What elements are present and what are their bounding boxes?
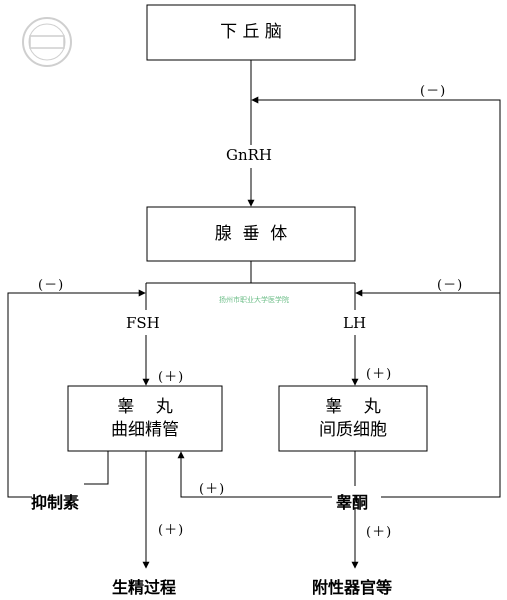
pos-testo-label: (＋) xyxy=(199,482,226,497)
seminiferous-label-2: 曲细精管 xyxy=(111,420,179,440)
neg-right-label: (－) xyxy=(437,278,464,293)
pos-sperm-label: (＋) xyxy=(158,523,185,538)
gnrh-label: GnRH xyxy=(226,146,273,164)
accessory-label: 附性器官等 xyxy=(312,578,393,597)
neg-top-label: (－) xyxy=(420,84,447,99)
testo-to-tubule-line xyxy=(177,451,332,498)
seminiferous-box xyxy=(67,385,223,452)
lh-label: LH xyxy=(343,314,367,332)
pos-fsh-label: (＋) xyxy=(158,370,185,385)
hypothalamus-label: 下 丘 脑 xyxy=(220,22,282,42)
seminiferous-label-1: 睾 丸 xyxy=(117,397,173,417)
top-feedback-line xyxy=(251,96,501,498)
inhibin-line xyxy=(84,451,109,485)
leydig-label-2: 间质细胞 xyxy=(319,420,387,440)
leydig-label-1: 睾 丸 xyxy=(325,397,381,417)
logo-seal xyxy=(22,17,72,67)
leydig-box xyxy=(278,385,428,452)
spermatogenesis-label: 生精过程 xyxy=(112,578,177,597)
testosterone-label: 睾酮 xyxy=(336,493,369,512)
fsh-label: FSH xyxy=(126,314,160,332)
pos-accessory-label: (＋) xyxy=(366,525,393,540)
inhibin-label: 抑制素 xyxy=(31,493,80,512)
pituitary-label: 腺 垂 体 xyxy=(214,224,288,244)
watermark: 扬州市职业大学医学院 xyxy=(219,296,289,304)
pos-lh-label: (＋) xyxy=(366,367,393,382)
neg-left-label: (－) xyxy=(38,278,65,293)
left-feedback-line xyxy=(7,289,146,498)
